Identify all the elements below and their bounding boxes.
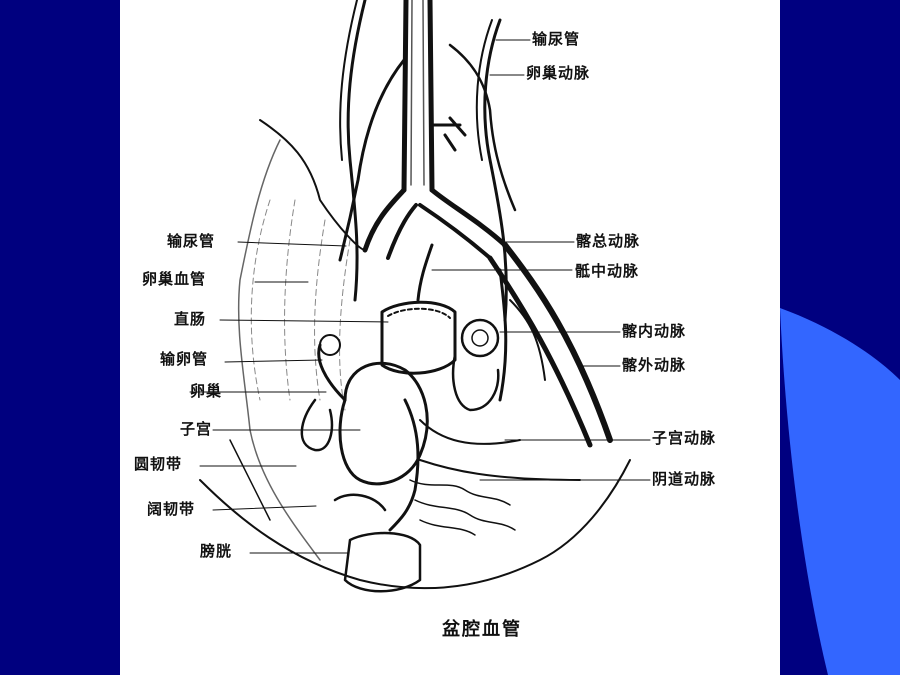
label-internal-iliac-artery: 髂内动脉: [622, 322, 687, 340]
label-median-sacral-artery: 骶中动脉: [575, 262, 640, 280]
right-background-panel: [780, 0, 900, 675]
label-uterus: 子宫: [180, 420, 213, 438]
label-fallopian-tube: 输卵管: [160, 350, 209, 368]
label-ovarian-artery: 卵巢动脉: [526, 64, 591, 82]
label-bladder: 膀胱: [200, 542, 233, 560]
label-ureter-left: 输尿管: [167, 232, 216, 250]
right-accent-shape: [780, 308, 900, 675]
label-ovarian-vessel: 卵巢血管: [142, 270, 207, 288]
label-vaginal-artery: 阴道动脉: [652, 470, 717, 488]
anatomical-illustration: [189, 0, 651, 593]
label-common-iliac-artery: 髂总动脉: [576, 232, 641, 250]
label-rectum: 直肠: [174, 310, 207, 328]
left-background-panel: [0, 0, 120, 675]
label-ureter-right: 输尿管: [532, 30, 581, 48]
label-ovary: 卵巢: [190, 382, 223, 400]
figure-caption: 盆腔血管: [442, 619, 522, 640]
label-external-iliac-artery: 髂外动脉: [622, 356, 687, 374]
label-uterine-artery: 子宫动脉: [652, 429, 717, 447]
label-broad-ligament: 阔韧带: [147, 500, 196, 518]
pelvic-vessels-figure: 输尿管 卵巢血管 直肠 输卵管 卵巢 子宫 圆韧带 阔韧带 膀胱 输尿管 卵巢动…: [120, 0, 780, 675]
label-round-ligament: 圆韧带: [134, 455, 183, 473]
